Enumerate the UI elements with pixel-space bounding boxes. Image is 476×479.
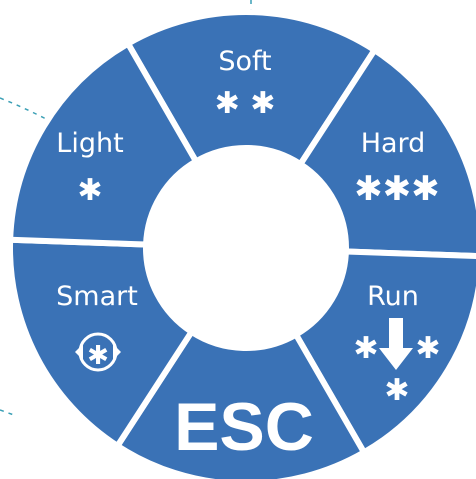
smart-asterisk-icon: ✱ (87, 341, 109, 371)
segment-esc-label: ESC (174, 389, 314, 465)
segment-esc[interactable]: ESC (113, 327, 369, 479)
segment-soft-label: Soft (218, 46, 271, 77)
dial-center (146, 148, 346, 348)
two-asterisks-icon: ✱ ✱ (215, 86, 276, 121)
three-asterisks-icon: ✱✱✱ (354, 169, 439, 209)
run-asterisk-right-icon: ✱ (415, 331, 440, 366)
run-asterisk-bottom-icon: ✱ (384, 373, 409, 408)
rotate-arrow-left-icon (75, 344, 83, 360)
run-asterisk-left-icon: ✱ (353, 331, 378, 366)
decoration-line-bottom-left (0, 409, 15, 416)
segment-soft[interactable]: Soft ✱ ✱ (123, 9, 379, 169)
run-arrow-icon: ✱ ✱ ✱ (353, 318, 441, 408)
decoration-line-left (0, 97, 49, 121)
segment-run[interactable]: Run ✱ ✱ ✱ (291, 248, 476, 457)
down-arrow-icon (379, 318, 413, 370)
segment-smart-label: Smart (56, 281, 138, 312)
segment-light-label: Light (56, 128, 123, 159)
rotate-cycle-icon: ✱ (75, 332, 121, 372)
single-asterisk-icon: ✱ (77, 173, 102, 208)
segment-run-label: Run (367, 281, 419, 312)
segment-hard-label: Hard (361, 128, 426, 159)
segment-hard[interactable]: Hard ✱✱✱ (296, 45, 476, 260)
rotate-arrow-right-icon (113, 344, 121, 360)
